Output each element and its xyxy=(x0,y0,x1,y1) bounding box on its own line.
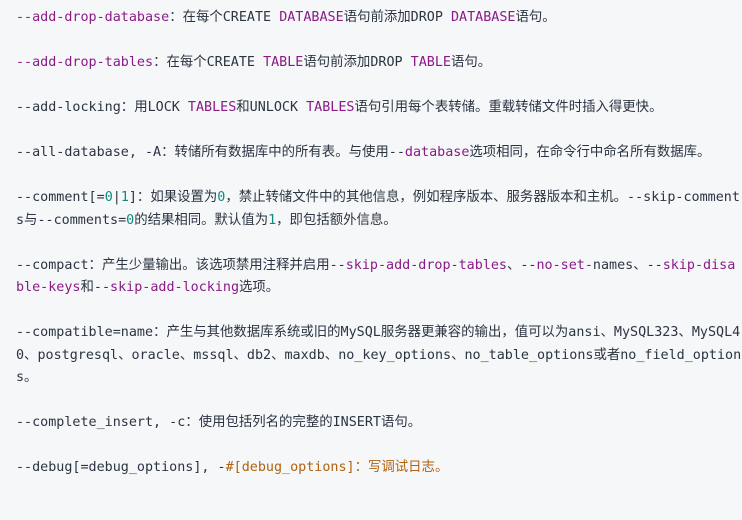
code-token: ：在每个CREATE xyxy=(153,55,264,70)
option-entry-debug: --debug[=debug_options], -#[debug_option… xyxy=(16,457,742,480)
option-entry-compact: --compact：产生少量输出。该选项禁用注释并启用--skip-add-dr… xyxy=(16,255,742,300)
code-token: no-set- xyxy=(536,257,593,273)
code-token: --compatible=name：产生与其他数据库系统或旧的MySQL服务器更… xyxy=(16,325,742,385)
code-token: TABLE xyxy=(410,55,451,70)
code-token: --complete_insert, -c：使用包括列名的完整的INSERT语句… xyxy=(16,415,422,430)
code-token: ：在每个CREATE xyxy=(169,10,280,25)
code-token: --all-database, -A：转储所有数据库中的所有表。与使用-- xyxy=(16,145,405,160)
code-token: skip-add-drop-tables xyxy=(345,257,507,273)
code-token: 语句。 xyxy=(450,55,492,70)
code-token: 语句前添加DROP xyxy=(343,10,451,25)
code-token: ，即包括额外信息。 xyxy=(276,212,397,228)
code-token: TABLES xyxy=(187,100,237,115)
code-token: 语句引用每个表转储。重载转储文件时插入得更快。 xyxy=(354,100,663,115)
code-token: names、-- xyxy=(592,257,663,273)
code-token: DATABASE xyxy=(450,10,516,25)
code-token: 选项相同，在命令行中命名所有数据库。 xyxy=(469,145,711,160)
code-token: TABLES xyxy=(306,100,355,115)
code-token: ，禁止转储文件中的其他信息，例如程序版本、服务器版本和主机。--skip-com… xyxy=(16,190,740,228)
code-token: | xyxy=(112,190,121,205)
code-token: 0 xyxy=(104,190,113,205)
code-token: DATABASE xyxy=(279,10,344,25)
option-entry-add-locking: --add-locking：用LOCK TABLES和UNLOCK TABLES… xyxy=(16,97,742,120)
code-token: --comment[= xyxy=(16,190,105,205)
code-token: 的结果相同。默认值为 xyxy=(134,212,269,228)
option-entry-compatible: --compatible=name：产生与其他数据库系统或旧的MySQL服务器更… xyxy=(16,322,742,390)
code-token: 和UNLOCK xyxy=(236,100,307,115)
code-token: 0 xyxy=(217,190,226,205)
code-token: skip-disable-keys xyxy=(16,257,736,296)
code-token: --add-locking：用LOCK xyxy=(16,100,188,115)
code-token: --add-drop-tables xyxy=(16,55,154,70)
code-token: ]：如果设置为 xyxy=(128,190,218,205)
code-token: 语句。 xyxy=(515,10,556,25)
code-token: 语句前添加DROP xyxy=(303,55,411,70)
code-token: --add-drop-database xyxy=(16,10,170,25)
code-token: 0 xyxy=(126,212,135,228)
code-token: --compact：产生少量输出。该选项禁用注释并启用-- xyxy=(16,257,346,273)
option-entry-add-drop-database: --add-drop-database：在每个CREATE DATABASE语句… xyxy=(16,7,742,30)
code-token: 选项。 xyxy=(239,280,280,295)
option-entry-add-drop-tables: --add-drop-tables：在每个CREATE TABLE语句前添加DR… xyxy=(16,52,742,75)
option-entry-all-database: --all-database, -A：转储所有数据库中的所有表。与使用--dat… xyxy=(16,142,742,165)
option-entry-comment: --comment[=0|1]：如果设置为0，禁止转储文件中的其他信息，例如程序… xyxy=(16,187,742,232)
code-token: #[debug_options]：写调试日志。 xyxy=(225,460,449,475)
code-token: --debug[=debug_options], - xyxy=(16,460,226,475)
code-token: 1 xyxy=(268,212,277,228)
code-token: 、-- xyxy=(506,257,537,273)
code-token: skip-add-locking xyxy=(110,280,240,295)
option-entry-complete-insert: --complete_insert, -c：使用包括列名的完整的INSERT语句… xyxy=(16,412,742,435)
code-token: database xyxy=(404,145,470,160)
code-token: 和-- xyxy=(80,280,111,295)
code-token: TABLE xyxy=(263,55,304,70)
code-token: 1 xyxy=(120,190,129,205)
